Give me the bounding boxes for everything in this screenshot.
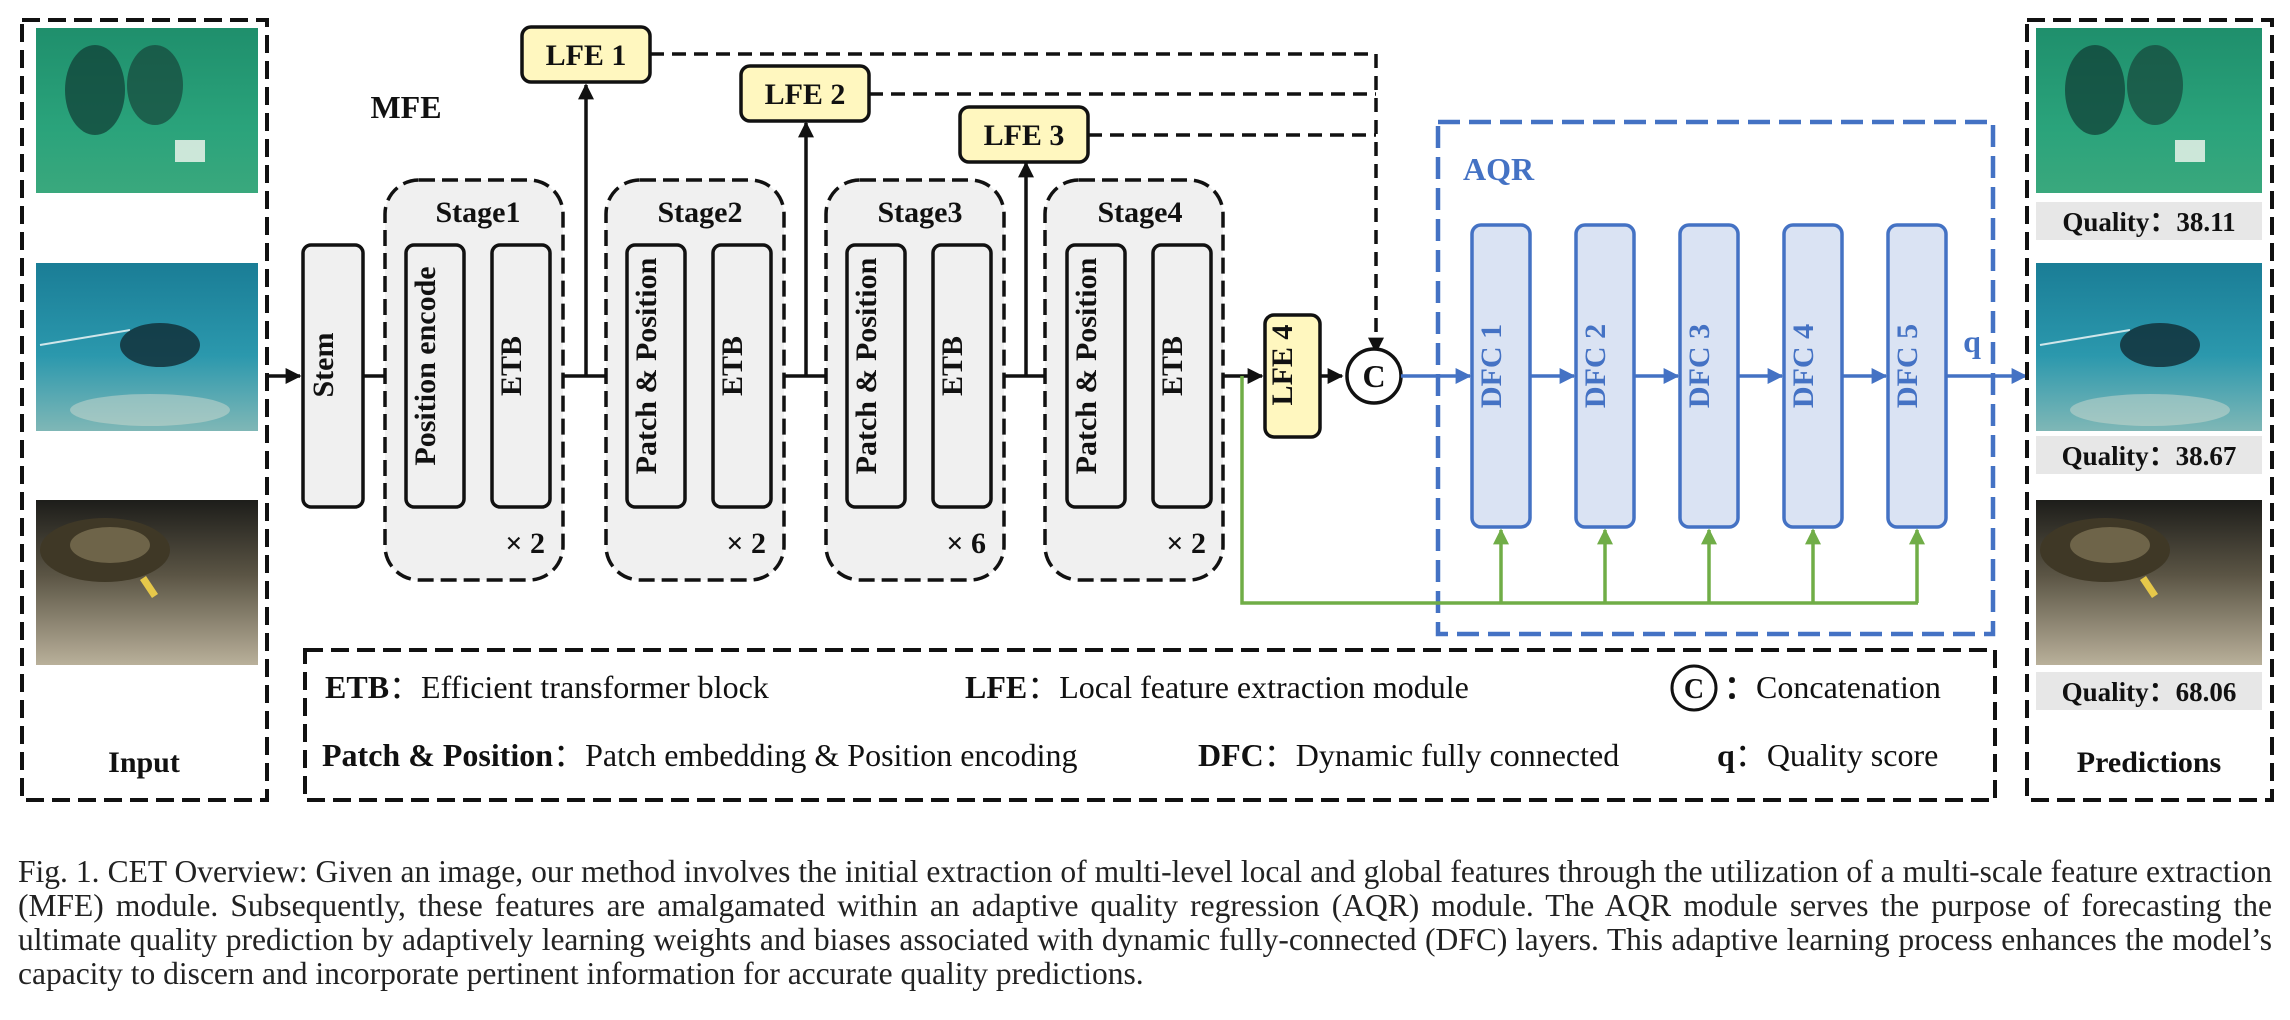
stage-title: Stage4 [1098, 196, 1183, 229]
repeat-count: × 6 [946, 527, 986, 560]
legend-row-1-concat: ：Concatenation [1724, 669, 1941, 705]
dfc-3-block: DFC 3 [1678, 223, 1740, 529]
stage-title: Stage3 [878, 196, 963, 229]
legend-lfe-key: LFE [965, 669, 1027, 705]
patch-position-block [845, 243, 907, 509]
prediction-image-3 [2036, 500, 2262, 665]
cet-overview-diagram: Input MFE Stem Stage1 Position encode ET… [20, 18, 2274, 802]
stage-title: Stage2 [658, 196, 743, 229]
legend-box [303, 648, 1997, 802]
input-image-3 [36, 500, 258, 665]
dfc-3-label: DFC 3 [1683, 324, 1716, 408]
etb-block [1151, 243, 1213, 509]
repeat-count: × 2 [505, 527, 545, 560]
position-encode-block [404, 243, 466, 509]
patch-position-block [625, 243, 687, 509]
skip-connection-green [1240, 376, 1925, 605]
legend-concat-desc: Concatenation [1756, 669, 1941, 705]
etb-block [490, 243, 552, 509]
lfe-2-label: LFE 2 [765, 78, 846, 111]
dfc-1-label: DFC 1 [1475, 324, 1508, 408]
concat-symbol: C [1362, 358, 1385, 394]
predictions-panel [2025, 18, 2274, 802]
stage-title: Stage1 [436, 196, 521, 229]
etb-block [711, 243, 773, 509]
predictions-label: Predictions [2077, 746, 2221, 779]
legend-row-1-lfe: LFE：Local feature extraction module [965, 669, 1469, 705]
dfc-4-label: DFC 4 [1787, 324, 1820, 408]
lfe-3-block: LFE 3 [958, 105, 1090, 164]
legend-q-key: q [1717, 737, 1735, 773]
patch-position-label: Patch & Position [630, 257, 663, 474]
etb-label: ETB [1156, 336, 1189, 396]
legend-lfe-desc: Local feature extraction module [1059, 669, 1469, 705]
lfe-4-label: LFE 4 [1266, 325, 1299, 406]
prediction-image-2 [2036, 263, 2262, 431]
legend-concat-icon: C [1670, 664, 1718, 712]
quality-output-symbol: q [1963, 323, 1981, 359]
etb-label: ETB [716, 336, 749, 396]
etb-label: ETB [495, 336, 528, 396]
legend-row-2-q: q：Quality score [1717, 737, 1938, 773]
stage-4: Stage4 Patch & Position ETB × 2 [1043, 178, 1225, 582]
repeat-count: × 2 [1166, 527, 1206, 560]
aqr-panel [1435, 119, 1996, 637]
legend-etb-desc: Efficient transformer block [421, 669, 769, 705]
position-encode-label: Position encode [409, 266, 442, 465]
concat-node: C [1345, 347, 1403, 405]
etb-block [931, 243, 993, 509]
lfe-3-label: LFE 3 [984, 119, 1065, 152]
lfe-to-concat-dashed [650, 52, 1384, 354]
patch-position-block [1065, 243, 1127, 509]
legend-q-desc: Quality score [1767, 737, 1939, 773]
etb-label: ETB [936, 336, 969, 396]
input-panel [20, 18, 269, 802]
stage-3: Stage3 Patch & Position ETB × 6 [824, 178, 1006, 582]
figure-caption: Fig. 1. CET Overview: Given an image, ou… [18, 854, 2272, 991]
dfc-4-block: DFC 4 [1782, 223, 1844, 529]
lfe-2-block: LFE 2 [739, 64, 871, 123]
dfc-2-label: DFC 2 [1579, 324, 1612, 408]
prediction-quality-3: Quality：68.06 [2062, 677, 2237, 707]
patch-position-label: Patch & Position [850, 257, 883, 474]
lfe-4-block: LFE 4 [1263, 313, 1322, 439]
stem-label: Stem [307, 333, 340, 398]
legend-dfc-key: DFC [1198, 737, 1264, 773]
lfe-branch-arrows [578, 83, 1034, 376]
lfe-1-block: LFE 1 [520, 25, 652, 84]
input-image-1 [36, 28, 258, 193]
dfc-5-block: DFC 5 [1886, 223, 1948, 529]
legend-patch-desc: Patch embedding & Position encoding [585, 737, 1077, 773]
input-image-2 [36, 263, 258, 431]
lfe-1-label: LFE 1 [546, 39, 627, 72]
legend-patch-key: Patch & Position [322, 737, 553, 773]
repeat-count: × 2 [726, 527, 766, 560]
dfc-2-block: DFC 2 [1574, 223, 1636, 529]
legend-row-2: Patch & Position：Patch embedding & Posit… [322, 737, 1078, 773]
legend-dfc-desc: Dynamic fully connected [1296, 737, 1619, 773]
patch-position-label: Patch & Position [1070, 257, 1103, 474]
legend-row-1: ETB：Efficient transformer block [325, 669, 769, 705]
dfc-5-label: DFC 5 [1891, 324, 1924, 408]
mfe-label: MFE [370, 89, 441, 125]
stage-1: Stage1 Position encode ETB × 2 [383, 178, 565, 582]
stem-block [301, 243, 365, 509]
stage-2: Stage2 Patch & Position ETB × 2 [604, 178, 786, 582]
legend-row-2-dfc: DFC：Dynamic fully connected [1198, 737, 1619, 773]
dfc-1-block: DFC 1 [1470, 223, 1532, 529]
aqr-label: AQR [1463, 151, 1535, 187]
prediction-image-1 [2036, 28, 2262, 193]
svg-text:C: C [1684, 674, 1704, 705]
prediction-quality-2: Quality：38.67 [2062, 441, 2237, 471]
input-label: Input [108, 746, 180, 779]
prediction-quality-1: Quality：38.11 [2062, 207, 2235, 237]
legend-etb-key: ETB [325, 669, 389, 705]
